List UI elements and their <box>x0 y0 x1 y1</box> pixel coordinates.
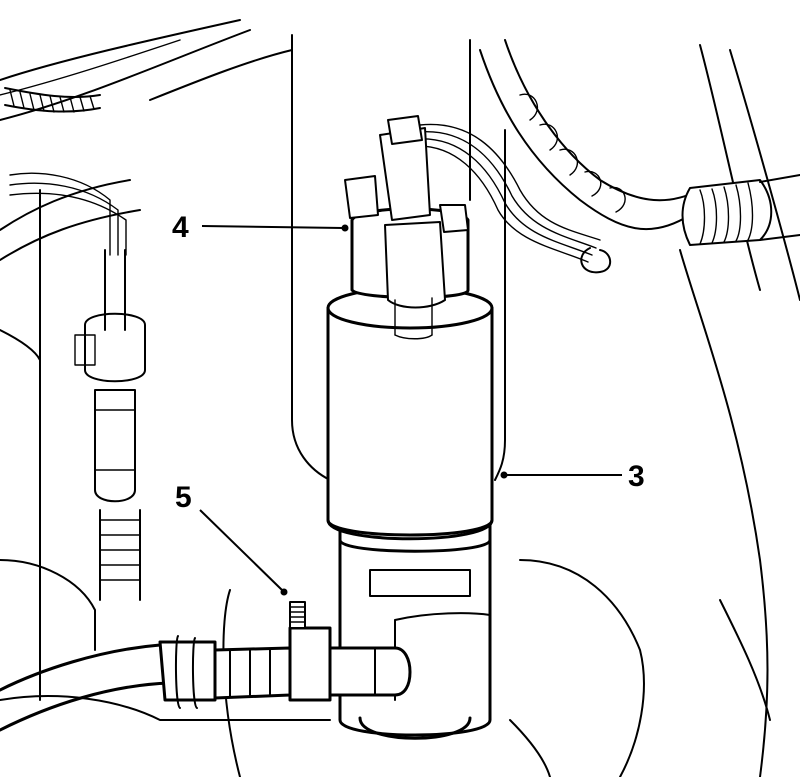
fuel-pump-body <box>326 115 494 740</box>
fuel-hose-assembly <box>0 601 412 732</box>
callout-5: 5 <box>175 481 288 596</box>
callout-label-4: 4 <box>172 211 189 244</box>
background-structure <box>0 19 800 777</box>
callout-label-3: 3 <box>628 460 645 493</box>
callout-label-5: 5 <box>175 481 192 514</box>
wiring-harness <box>413 39 800 274</box>
callout-4: 4 <box>172 211 349 244</box>
callout-3: 3 <box>500 460 645 493</box>
